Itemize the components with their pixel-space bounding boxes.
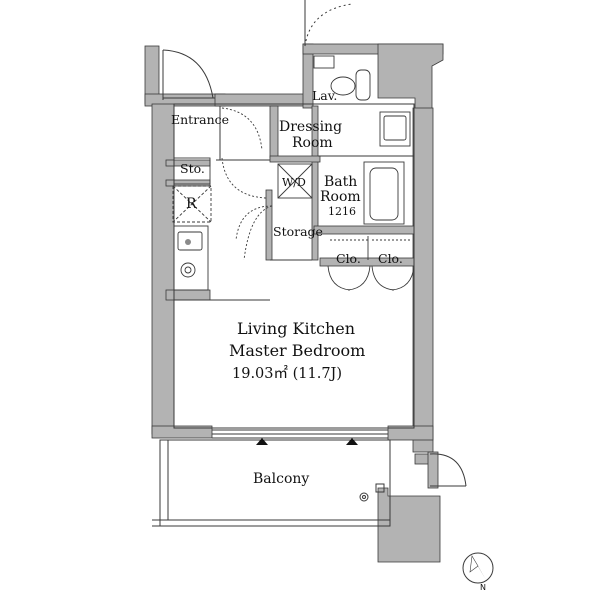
room-label-main-1: Living Kitchen (237, 319, 355, 338)
room-label-storage: Storage (273, 224, 323, 239)
compass-icon: N (462, 552, 494, 592)
toilet-icon (330, 69, 371, 101)
room-label-refrigerator: R (186, 196, 197, 212)
compass-label: N (480, 583, 486, 592)
room-label-bath-size: 1216 (328, 205, 356, 218)
door-swing-icon (162, 0, 353, 100)
room-labels: Lav. Entrance Dressing Room Sto. W/D Bat… (171, 88, 403, 487)
sink-icon (177, 231, 203, 251)
washbasin-icon (313, 55, 335, 69)
room-label-balcony: Balcony (253, 471, 309, 487)
room-label-main-2: Master Bedroom (229, 341, 365, 360)
drain-icon (359, 483, 385, 502)
stove-icon (180, 262, 196, 278)
room-label-wd: W/D (282, 176, 306, 189)
balcony-door-swing (429, 453, 467, 487)
room-label-lav: Lav. (312, 88, 337, 103)
room-label-entrance: Entrance (171, 112, 229, 127)
window-marker-icon (256, 438, 358, 445)
room-label-bath-1: Bath (324, 174, 357, 190)
room-label-dressing-1: Dressing (279, 119, 342, 135)
room-label-main-area: 19.03㎡ (11.7J) (232, 365, 342, 382)
room-label-clo-right: Clo. (378, 251, 403, 266)
room-label-bath-2: Room (320, 189, 361, 205)
sliding-window (212, 429, 388, 439)
room-label-clo-left: Clo. (336, 251, 361, 266)
bathtub-icon (363, 161, 405, 225)
fixtures (172, 55, 415, 291)
walls (144, 43, 444, 563)
room-label-sto: Sto. (180, 161, 205, 176)
room-label-dressing-2: Room (292, 135, 333, 151)
